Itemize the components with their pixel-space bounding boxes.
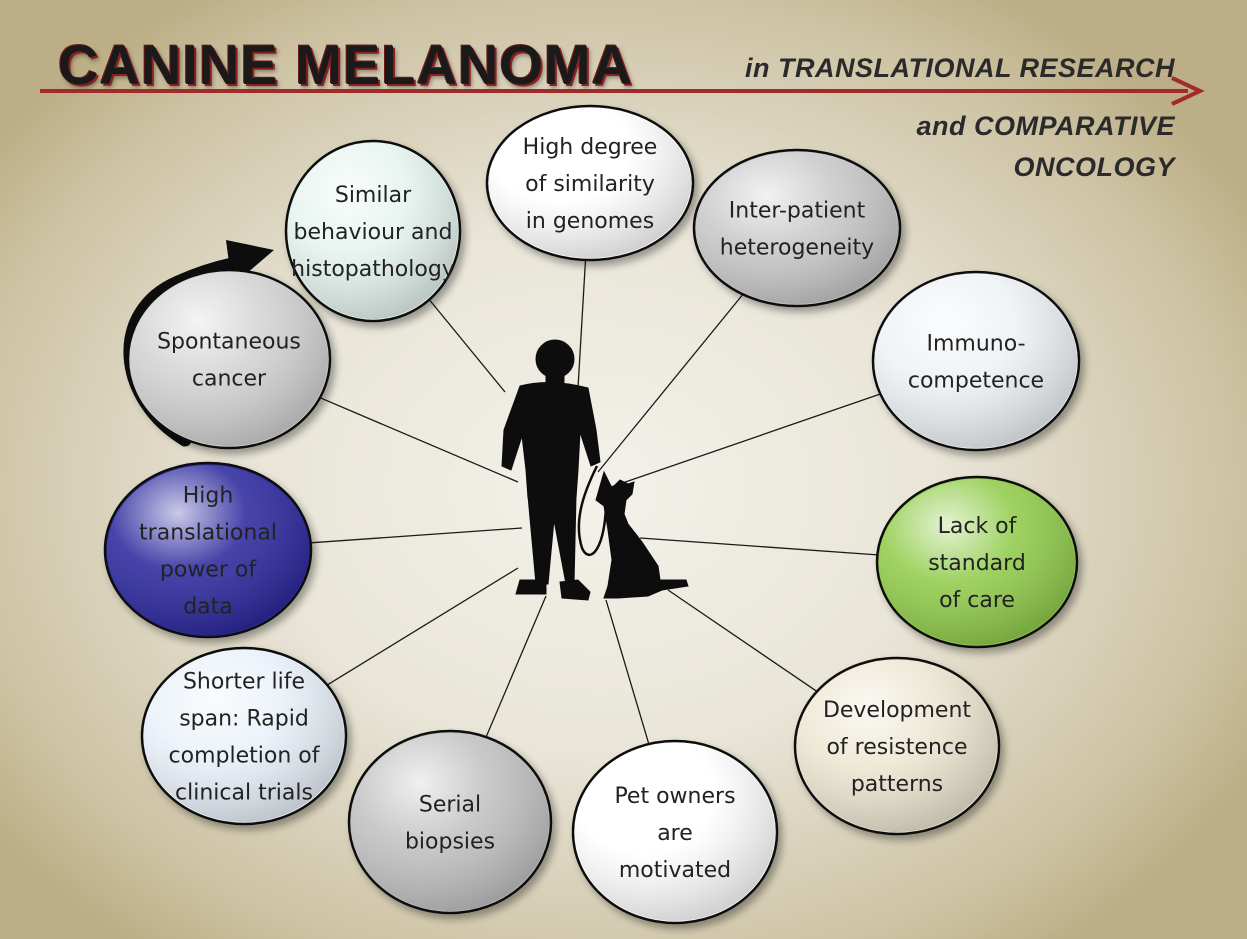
feature-label-line: power of <box>160 558 257 583</box>
feature-label-line: Immuno- <box>926 332 1025 357</box>
circle-gloss <box>696 152 898 304</box>
feature-serial-biopsies: Serial biopsies <box>347 729 553 915</box>
feature-inter-patient-heterogeneity: Inter-patient heterogeneity <box>692 148 902 308</box>
subtitle-line-1: in TRANSLATIONAL RESEARCH <box>745 53 1175 83</box>
connector-lines <box>310 259 881 745</box>
feature-label-line: completion of <box>169 744 321 769</box>
feature-similar-behaviour: Similar behaviour and histopathology <box>284 139 462 323</box>
connector-line <box>597 293 744 473</box>
connector-line <box>607 393 881 489</box>
feature-immunocompetence: Immuno-competence <box>871 270 1081 452</box>
person-with-dog-icon <box>501 339 689 601</box>
feature-label-line: High <box>183 484 234 509</box>
feature-label-line: Similar <box>335 183 412 208</box>
feature-label-line: span: Rapid <box>179 707 309 732</box>
feature-label-line: competence <box>908 369 1044 394</box>
feature-translational-power: High translational power of data <box>103 461 313 639</box>
feature-label-line: of care <box>939 588 1015 613</box>
connector-line <box>319 397 519 483</box>
circle-gloss <box>107 465 309 635</box>
feature-label-line: patterns <box>851 772 943 797</box>
page-title: CANINE MELANOMA <box>58 33 633 96</box>
circle-gloss <box>489 108 691 258</box>
circle-gloss <box>130 272 328 446</box>
feature-label-line: behaviour and <box>294 220 453 245</box>
feature-label-line: cancer <box>192 367 267 392</box>
feature-label-line: are <box>657 821 693 846</box>
circle-gloss <box>875 274 1077 448</box>
feature-label-line: histopathology <box>291 257 455 282</box>
feature-label-line: heterogeneity <box>720 236 874 261</box>
feature-resistance-patterns: Development of resistence patterns <box>793 656 1001 836</box>
feature-label-line: Lack of <box>938 514 1018 539</box>
connector-line <box>639 537 878 556</box>
circle-gloss <box>575 743 775 921</box>
connector-line <box>577 259 587 389</box>
feature-label-line: standard <box>928 551 1026 576</box>
feature-label-line: of resistence <box>826 735 967 760</box>
timeline-arrow <box>40 76 1205 106</box>
feature-label-line: Serial <box>419 793 481 818</box>
connector-line <box>667 589 818 693</box>
circle-gloss <box>144 650 344 822</box>
feature-label-line: of similarity <box>525 172 655 197</box>
feature-pet-owners-motivated: Pet owners are motivated <box>571 739 779 925</box>
feature-label-line: Pet owners <box>614 784 735 809</box>
circle-gloss <box>288 143 458 319</box>
feature-label-line: motivated <box>619 858 731 883</box>
circle-gloss <box>879 479 1075 645</box>
feature-label-line: clinical trials <box>175 781 313 806</box>
circle-gloss <box>797 660 997 832</box>
subtitle-line-2: and COMPARATIVE <box>916 111 1175 141</box>
feature-label-line: in genomes <box>526 209 654 234</box>
connector-line <box>326 567 519 686</box>
subtitle-line-3: ONCOLOGY <box>1013 152 1175 182</box>
feature-label-line: translational <box>139 521 277 546</box>
feature-label-line: data <box>183 595 233 620</box>
feature-lack-of-standard-of-care: Lack of standard of care <box>875 475 1079 649</box>
feature-shorter-life-span: Shorter life span: Rapid completion of clin… <box>140 646 348 826</box>
connector-line <box>310 527 523 544</box>
feature-spontaneous-cancer: Spontaneous cancer <box>126 268 332 450</box>
feature-genome-similarity: High degree of similarity in genomes <box>485 104 695 262</box>
feature-label-line: Shorter life <box>183 670 305 695</box>
feature-label-line: biopsies <box>405 830 495 855</box>
feature-label-line: Spontaneous <box>157 330 301 355</box>
feature-label-line: Inter-patient <box>729 199 866 224</box>
circle-gloss <box>351 733 549 911</box>
connector-line <box>605 599 650 745</box>
connector-line <box>428 299 506 393</box>
connector-line <box>485 595 547 738</box>
feature-label-line: High degree <box>523 135 658 160</box>
feature-label-line: Development <box>823 698 971 723</box>
